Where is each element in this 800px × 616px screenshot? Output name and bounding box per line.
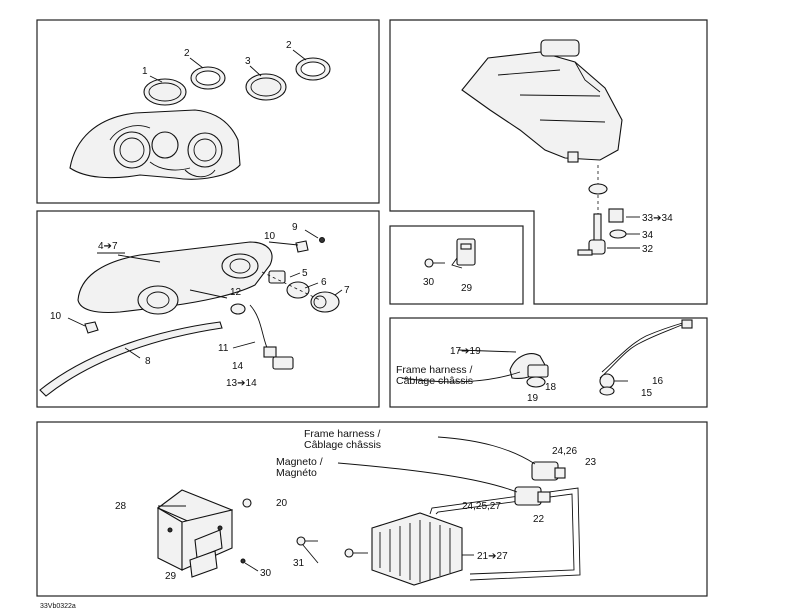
callout-16: 16 [652,376,664,387]
callout-34: 34 [642,230,654,241]
magneto-line2: Magnéto [276,467,317,479]
callout-13-14: 13➔14 [226,378,257,389]
bolts [240,498,368,564]
panel-headlight [36,210,380,408]
callout-33-34: 33➔34 [642,213,673,224]
callout-7: 7 [344,285,350,296]
oil-reservoir [461,39,623,163]
tether-switch [509,319,693,396]
gauge-3 [245,65,287,101]
callout-20: 20 [276,498,288,509]
callout-30a: 30 [423,277,435,288]
callout-30b: 30 [260,568,272,579]
callout-14: 14 [232,361,244,372]
callout-5: 5 [302,268,308,279]
frame-harness-bottom-line1: Frame harness / [304,428,381,440]
magneto-line1: Magneto / [276,456,323,468]
callout-10b: 10 [50,311,62,322]
gauge-ring-2a [189,57,226,90]
frame-harness-mid-line2: Câblage châssis [396,375,473,387]
callout-18: 18 [545,382,557,393]
callout-10a: 10 [264,231,276,242]
frame-harness-bottom-line2: Câblage châssis [304,439,381,451]
callout-31: 31 [293,558,305,569]
callout-2b: 2 [286,40,292,51]
panel-tether [389,317,708,408]
callout-23: 23 [585,457,597,468]
panel-connector [389,225,524,305]
callout-28: 28 [115,501,127,512]
harness-notes: Frame harness / Câblage châssis Frame ha… [276,364,473,479]
callout-29b: 29 [165,571,177,582]
panel-reservoir [389,19,708,305]
regulator-harness [429,461,581,581]
leader-lines [67,229,628,572]
callout-29a: 29 [461,283,473,294]
callout-6: 6 [321,277,327,288]
callout-21-27: 21➔27 [477,551,508,562]
callout-12: 12 [230,287,242,298]
panel-regulator [36,421,708,597]
callout-17-19: 17➔19 [450,346,481,357]
callout-15: 15 [641,388,653,399]
callout-labels: 1 2 3 2 4➔7 10 9 5 6 7 12 10 8 11 14 13➔… [50,40,673,582]
gauge-housing [69,109,241,180]
diagram-code: 33Vb0322a [40,603,76,610]
callout-1: 1 [142,66,148,77]
callout-19: 19 [527,393,539,404]
callout-9: 9 [292,222,298,233]
callout-4-7: 4➔7 [98,241,118,252]
connector-bracket [424,238,476,269]
brackets-29 [189,529,223,578]
callout-32: 32 [642,244,654,255]
gauge-ring-2b [292,49,331,81]
callout-24-25-27: 24,25,27 [462,501,501,512]
callout-24-26: 24,26 [552,446,577,457]
reservoir-fittings [577,165,640,256]
voltage-regulator [371,512,463,586]
callout-8: 8 [145,356,151,367]
callout-2a: 2 [184,48,190,59]
panel-gauges [36,19,380,204]
frame-harness-mid-line1: Frame harness / [396,364,473,376]
headlight-parts [39,237,340,397]
gauge-1 [143,75,187,106]
headlight-assembly [77,241,273,315]
callout-22: 22 [533,514,545,525]
callout-3: 3 [245,56,251,67]
callout-11: 11 [218,343,229,354]
